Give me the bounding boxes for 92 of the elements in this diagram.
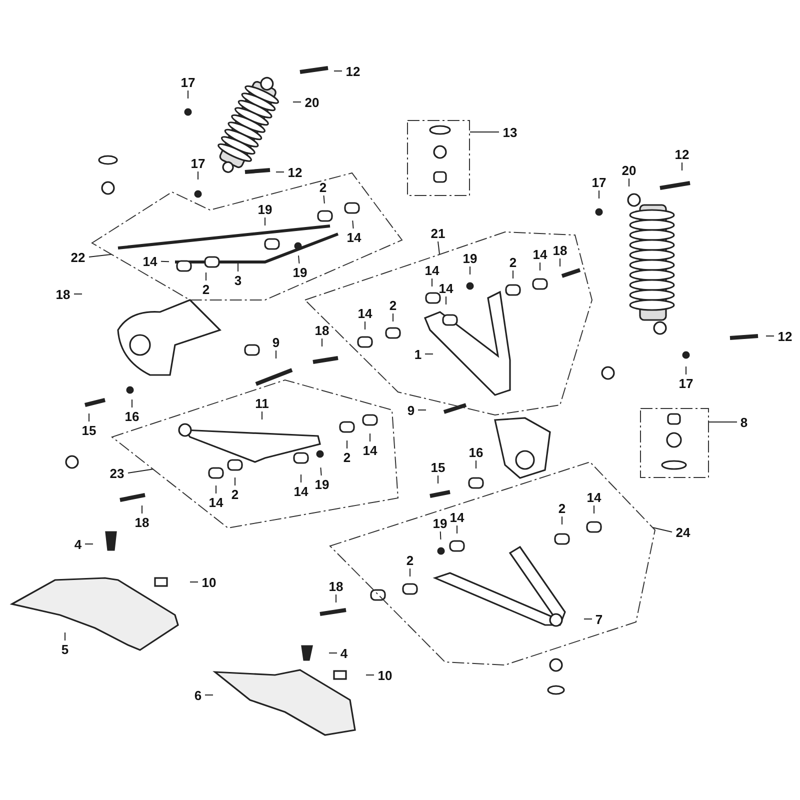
callout-number: 15 — [428, 460, 448, 474]
callout-number: 2 — [200, 282, 212, 296]
callout-number: 14 — [291, 484, 311, 498]
callout-number: 2 — [229, 486, 241, 502]
leader-line — [234, 477, 236, 486]
callout-number: 2 — [507, 254, 519, 270]
leader-line — [300, 474, 302, 483]
leader-line — [160, 260, 170, 262]
callout-number: 4 — [72, 536, 84, 552]
callout-number: 22 — [68, 250, 88, 264]
callout-number: 24 — [673, 524, 693, 540]
leader-line — [128, 468, 154, 474]
callout-number: 18 — [132, 514, 152, 530]
callout-number: 13 — [500, 124, 520, 140]
callout-number: 20 — [619, 162, 639, 178]
callout-number: 7 — [593, 612, 605, 626]
leader-line — [328, 652, 338, 654]
leader-line — [512, 270, 514, 279]
callout-number: 14 — [344, 230, 364, 244]
leader-line — [334, 70, 342, 72]
leader-line — [364, 321, 366, 330]
parts-group-frame — [407, 120, 470, 196]
callout-number: 5 — [59, 642, 71, 656]
callout-number: 19 — [460, 250, 480, 266]
callout-number: 14 — [360, 442, 380, 458]
callout-number: 16 — [466, 444, 486, 460]
parts-group-frame — [640, 408, 709, 478]
leader-line — [440, 531, 442, 540]
callout-number: 14 — [530, 246, 550, 262]
callout-number: 4 — [338, 646, 350, 660]
callout-number: 8 — [738, 414, 750, 430]
callout-number: 2 — [341, 450, 353, 464]
callout-number: 19 — [312, 476, 332, 492]
callout-number: 2 — [387, 298, 399, 312]
callout-number: 17 — [589, 174, 609, 190]
assembly-outline — [112, 380, 398, 528]
leader-line — [320, 467, 322, 476]
callout-number: 20 — [302, 94, 322, 110]
callout-number: 14 — [206, 494, 226, 510]
callout-number: 11 — [252, 396, 272, 410]
assembly-outline — [330, 462, 655, 665]
callout-number: 17 — [676, 376, 696, 390]
leader-line — [264, 217, 266, 226]
callout-number: 23 — [107, 466, 127, 480]
callout-number: 12 — [775, 328, 795, 344]
callout-number: 18 — [53, 286, 73, 302]
callout-number: 19 — [430, 516, 450, 530]
callout-number: 2 — [317, 180, 329, 194]
leader-line — [584, 618, 592, 620]
callout-number: 9 — [405, 402, 417, 418]
callout-number: 2 — [404, 552, 416, 568]
callout-number: 10 — [199, 574, 219, 590]
leader-line — [88, 254, 112, 258]
callout-number: 9 — [270, 334, 282, 350]
callout-number: 14 — [584, 490, 604, 504]
leader-line — [598, 190, 600, 199]
leader-line — [298, 255, 300, 264]
callout-number: 12 — [343, 64, 363, 78]
callout-number: 16 — [122, 408, 142, 424]
leader-line — [64, 632, 66, 641]
leader-line — [438, 241, 440, 255]
leader-line — [628, 178, 630, 187]
leader-line — [392, 313, 394, 322]
callout-number: 6 — [192, 688, 204, 702]
leader-line — [366, 674, 374, 676]
callout-number: 2 — [556, 500, 568, 516]
leader-line — [346, 440, 348, 449]
callout-number: 21 — [428, 226, 448, 240]
callout-number: 14 — [355, 306, 375, 320]
callout-number: 19 — [290, 264, 310, 280]
callout-number: 3 — [232, 272, 244, 288]
callout-number: 14 — [436, 280, 456, 296]
leader-line — [652, 527, 672, 532]
callout-number: 15 — [79, 422, 99, 438]
leader-line — [204, 694, 214, 696]
callout-number: 18 — [550, 242, 570, 258]
callout-number: 17 — [188, 156, 208, 170]
callout-number: 10 — [375, 668, 395, 682]
callout-number: 14 — [447, 510, 467, 524]
callout-number: 18 — [312, 322, 332, 338]
leader-line — [88, 413, 90, 422]
leader-line — [456, 525, 458, 534]
callout-number: 12 — [285, 164, 305, 180]
callout-number: 14 — [140, 254, 160, 268]
callout-number: 14 — [422, 262, 442, 278]
callout-number: 1 — [412, 346, 424, 362]
leader-line — [352, 220, 354, 229]
callout-number: 19 — [255, 202, 275, 216]
callout-number: 17 — [178, 74, 198, 90]
callout-number: 18 — [326, 578, 346, 594]
leader-line — [323, 195, 325, 204]
callout-number: 12 — [672, 146, 692, 162]
